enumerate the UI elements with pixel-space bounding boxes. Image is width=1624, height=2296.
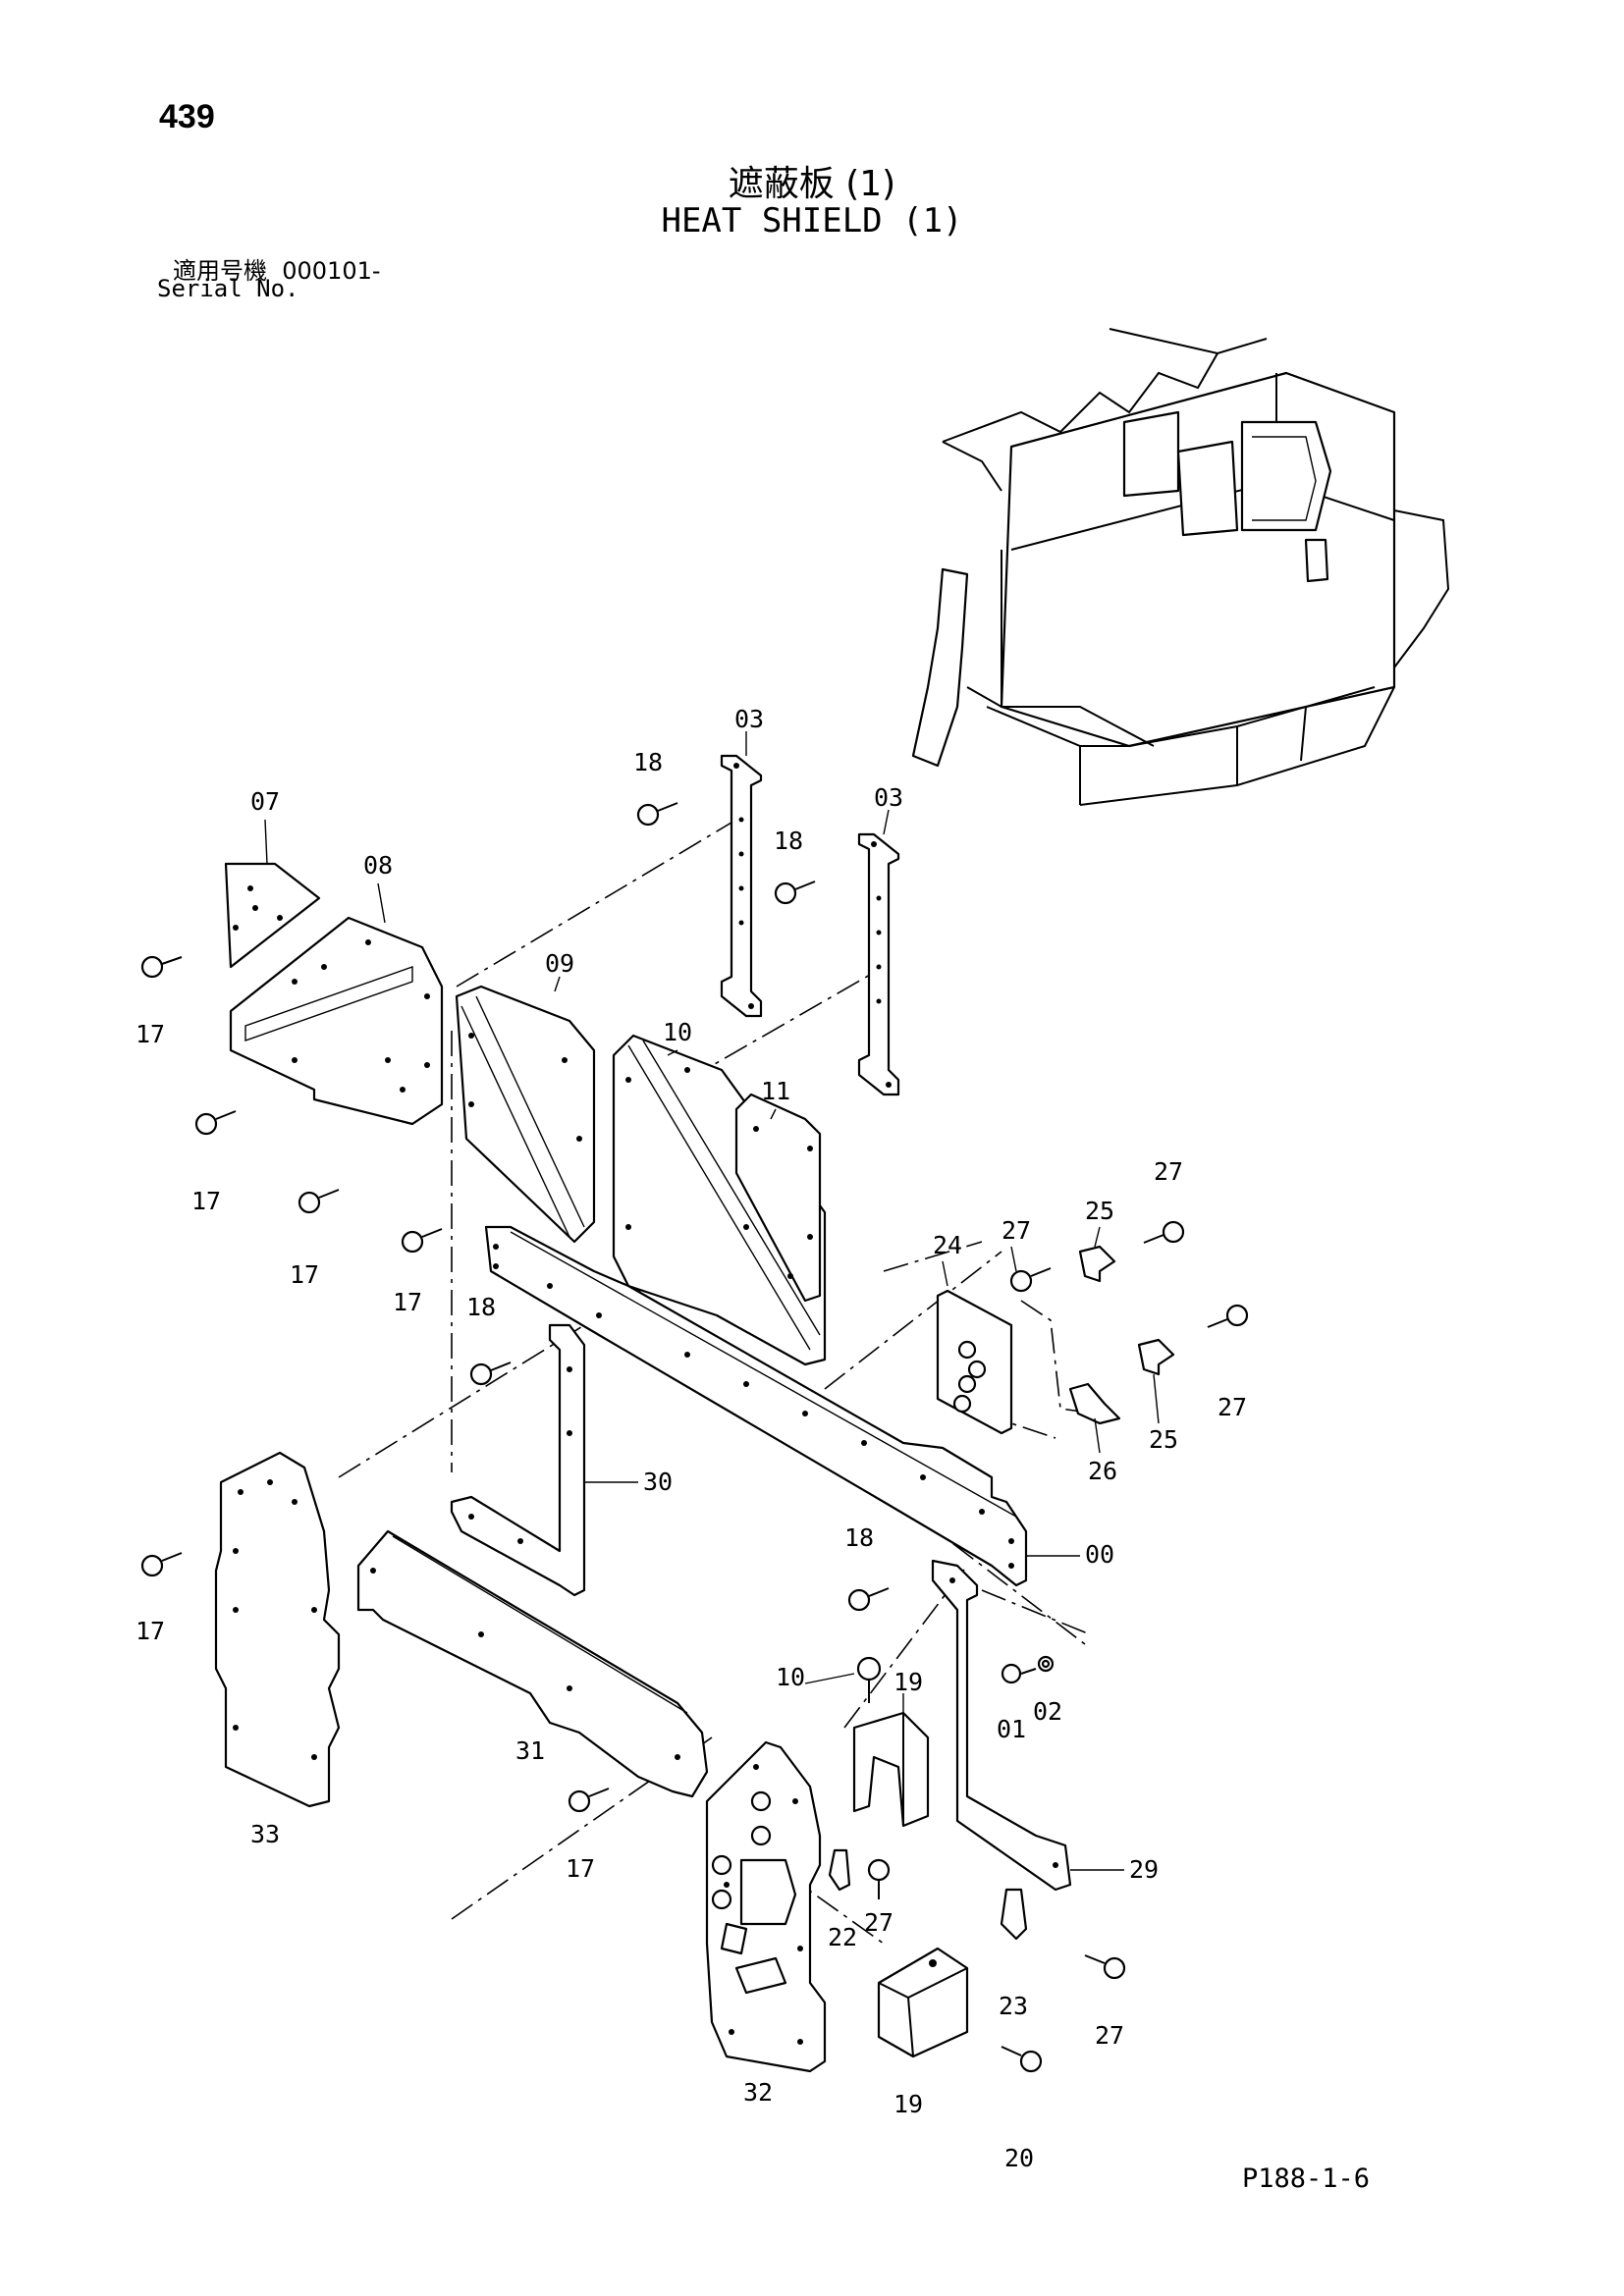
callout-27-d: 27 [864,1908,893,1937]
bolt-27-d [867,1858,891,1899]
serial-label-japanese: 適用号機 000101- [173,251,381,286]
callout-22: 22 [828,1923,857,1951]
callout-27-e: 27 [1095,2021,1124,2050]
part-19-bracket-upper [852,1711,930,1828]
callout-17-d: 17 [393,1288,422,1316]
callout-10-a: 10 [663,1018,692,1046]
bolt-18-c [469,1362,512,1386]
part-26-clip [1068,1382,1121,1425]
bolt-01 [1001,1663,1037,1684]
callout-02: 02 [1033,1697,1062,1726]
bolt-18-d [847,1587,890,1612]
part-29-bracket [931,1559,1072,1892]
callout-32: 32 [743,2078,773,2107]
callout-33: 33 [250,1820,280,1848]
part-31-lower-rail [356,1529,709,1798]
bolt-10 [856,1656,882,1703]
bolt-27-a [1009,1267,1052,1293]
part-23-clip [1000,1888,1028,1941]
part-00-long-rail [484,1225,1028,1587]
callout-26: 26 [1088,1457,1117,1485]
callout-00: 00 [1085,1540,1114,1569]
bolt-27-e [1084,1954,1126,1980]
callout-25-a: 25 [1085,1197,1114,1225]
part-32-lower-shield [705,1740,827,2073]
callout-20: 20 [1004,2144,1034,2172]
leader-lines [264,731,1160,1871]
page-number: 439 [159,98,215,135]
callout-29: 29 [1129,1855,1159,1884]
part-22-clip [828,1848,851,1892]
washer-02 [1037,1655,1055,1673]
callout-17-e: 17 [135,1617,165,1645]
callout-17-a: 17 [135,1020,165,1048]
bolt-17-c [298,1189,340,1214]
machine-overview-illustration [911,328,1450,806]
part-03-vertical-bracket-right [857,832,900,1096]
bolts [140,802,1249,2073]
bolt-27-c [1207,1304,1249,1328]
bolt-27-b [1143,1220,1185,1244]
callout-01: 01 [997,1715,1026,1743]
part-33-left-shield [214,1451,341,1808]
part-25-clip-lower [1137,1338,1175,1376]
bolt-17-f [568,1788,610,1813]
callout-18-b: 18 [774,827,803,855]
bolt-17-d [401,1228,443,1254]
serial-label-english: Serial No. [157,275,299,302]
part-24-plate [936,1289,1013,1435]
bolt-17-a [140,955,183,979]
callout-18-c: 18 [466,1293,496,1321]
callout-07: 07 [250,787,280,816]
callout-17-c: 17 [290,1260,319,1289]
callout-27-a: 27 [1001,1216,1031,1245]
serial-range: 000101- [282,257,381,285]
callout-23: 23 [999,1992,1028,2020]
callout-10-b: 10 [776,1663,805,1691]
callout-17-f: 17 [566,1854,595,1883]
page-title-japanese: 遮蔽板 (1) [728,164,896,204]
bolt-17-e [140,1552,183,1577]
callout-27-c: 27 [1218,1393,1247,1421]
bolt-18-a [636,802,678,827]
bolt-20 [1001,2046,1043,2073]
callout-19-a: 19 [893,1668,923,1696]
callout-08: 08 [363,851,393,880]
bolt-17-b [194,1110,237,1136]
part-09-shield-plate [455,985,596,1244]
callout-31: 31 [515,1736,545,1765]
callout-labels: 03 03 18 18 07 08 09 10 11 17 17 17 17 1… [135,705,1247,2172]
bolt-18-b [774,881,816,905]
callout-19-b: 19 [893,2090,923,2118]
callout-03-b: 03 [874,783,903,812]
part-11-shield-plate [734,1093,822,1303]
page-code: P188-1-6 [1242,2163,1371,2194]
part-30-bracket [450,1323,586,1597]
callout-18-d: 18 [844,1523,874,1552]
part-10-shield-plate [612,1034,827,1366]
callout-11: 11 [761,1077,790,1105]
callout-03-a: 03 [734,705,764,733]
part-19-block-lower [877,1947,969,2058]
callout-30: 30 [643,1468,673,1496]
page-title-english: HEAT SHIELD (1) [661,201,963,240]
part-08-shield-plate [229,916,444,1126]
callout-25-b: 25 [1149,1425,1178,1454]
callout-17-b: 17 [191,1187,221,1215]
callout-24: 24 [933,1231,962,1259]
part-07-bracket [224,862,321,969]
part-25-clip-upper [1078,1245,1116,1283]
callout-27-b: 27 [1154,1157,1183,1186]
callout-09: 09 [545,949,574,978]
part-03-vertical-bracket-left [720,754,763,1018]
serial-label-jp-text: 適用号機 [173,257,267,285]
callout-18-a: 18 [633,748,663,776]
